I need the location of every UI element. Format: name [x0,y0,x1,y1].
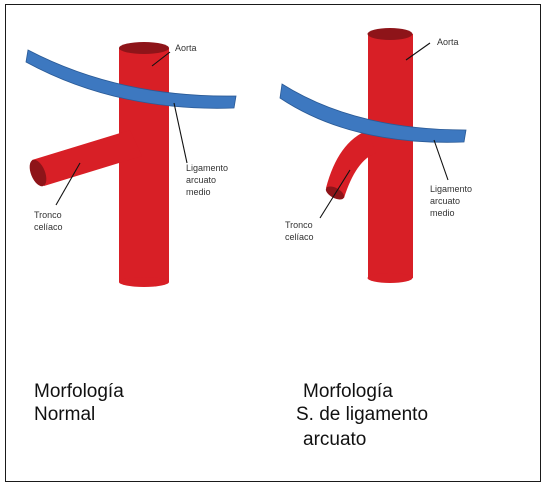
label-ligament-normal-3: medio [186,187,211,197]
label-ligament-normal-2: arcuato [186,175,216,185]
label-ligament-mals-3: medio [430,208,455,218]
mals-morphology-illustration: Aorta Ligamento arcuato medio Tronco cel… [280,28,472,283]
label-ligament-normal-1: Ligamento [186,163,228,173]
normal-morphology-illustration: Aorta Ligamento arcuato medio Tronco cel… [26,42,236,287]
label-trunk-mals-1: Tronco [285,220,313,230]
aorta-mals [368,28,414,283]
caption-normal-line1: Morfología [34,380,124,403]
caption-mals-line1: Morfología [303,380,393,403]
ligament-leader-line [174,103,187,163]
caption-mals-line3: arcuato [303,428,366,451]
caption-normal-line2: Normal [34,403,95,426]
caption-mals-line2: S. de ligamento [296,403,428,426]
ligament-leader-line-mals [434,140,448,180]
label-trunk-normal-1: Tronco [34,210,62,220]
label-aorta-normal: Aorta [175,43,197,53]
aorta-normal [119,42,169,287]
label-aorta-mals: Aorta [437,37,459,47]
label-trunk-normal-2: celíaco [34,222,63,232]
label-trunk-mals-2: celíaco [285,232,314,242]
label-ligament-mals-1: Ligamento [430,184,472,194]
label-ligament-mals-2: arcuato [430,196,460,206]
